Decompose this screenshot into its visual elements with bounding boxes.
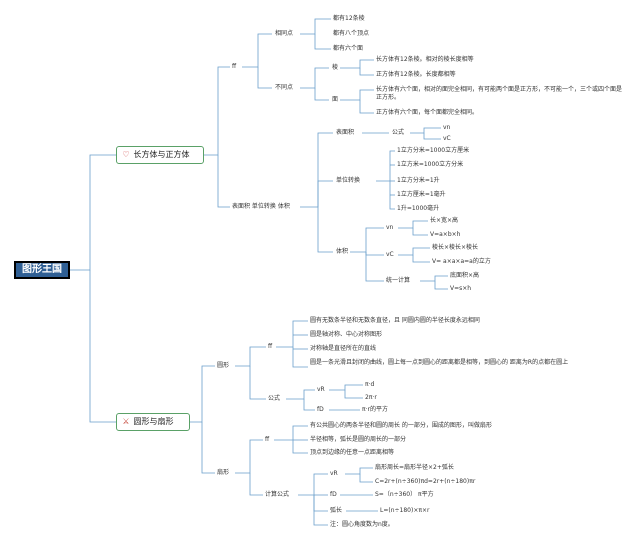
node-sector-vr[interactable]: vR — [330, 470, 338, 477]
node-edge[interactable]: 棱 — [332, 64, 339, 71]
node-sector-arc[interactable]: 弧长 — [330, 507, 343, 514]
node-round-formula[interactable]: 公式 — [268, 395, 281, 402]
leaf-sector-ff-3: 顶点到边缘的任意一点距离相等 — [310, 449, 395, 456]
leaf-unit-5: 1升=1000毫升 — [397, 205, 440, 212]
leaf-same-2: 都有八个顶点 — [333, 30, 370, 37]
leaf-area-1: vn — [443, 124, 451, 131]
leaf-unit-4: 1立方厘米=1毫升 — [397, 191, 446, 198]
node-volume-unified[interactable]: 统一计算 — [386, 277, 411, 284]
topic-cuboid-label: 长方体与正方体 — [133, 150, 190, 159]
leaf-sector-arc-1: L=(n÷180)×π×r — [380, 507, 430, 514]
node-round[interactable]: 圆形 — [217, 362, 230, 369]
leaf-sector-vr-1: 扇形周长=扇形半径×2+弧长 — [375, 464, 454, 471]
leaf-same-1: 都有12条棱 — [333, 15, 365, 22]
node-sector[interactable]: 扇形 — [217, 469, 230, 476]
leaf-unified-1: 底面积×高 — [450, 272, 480, 279]
node-sector-calc[interactable]: 计算公式 — [265, 491, 290, 498]
leaf-vn-2: V=a×b×h — [430, 231, 461, 238]
topic-circle-label: 圆形与扇形 — [133, 417, 174, 426]
leaf-round-ff-3: 对称轴是直径所在的直线 — [310, 345, 377, 352]
leaf-face-2: 正方体有六个面，每个面都完全相同。 — [376, 109, 479, 116]
topic-cuboid[interactable]: ♡ 长方体与正方体 — [116, 146, 204, 164]
topic-circle[interactable]: ⚔ 圆形与扇形 — [116, 413, 190, 431]
leaf-same-3: 都有六个面 — [333, 45, 364, 52]
node-cuboid-ff[interactable]: ff — [232, 63, 237, 70]
leaf-round-ff-2: 圆是轴对称、中心对称图形 — [310, 331, 383, 338]
leaf-unified-2: V=s×h — [450, 285, 472, 292]
leaf-face-1: 长方体有六个面，相对的面完全相同，有可能两个面是正方形，不可能一个，三个或四个面… — [376, 86, 623, 101]
leaf-vc-1: 棱长×棱长×棱长 — [432, 244, 479, 251]
leaf-edge-2: 正方体有12条棱。长度都相等 — [376, 71, 456, 78]
node-sector-ff[interactable]: ff — [265, 436, 270, 443]
node-sector-note: 注：圆心角度数为n度。 — [330, 521, 394, 528]
node-measure[interactable]: 表面积 单位转换 体积 — [232, 203, 290, 210]
leaf-sector-vr-2: C=2r+(n÷360)πd=2r+(n÷180)πr — [375, 478, 476, 485]
leaf-unit-1: 1立方分米=1000立方厘米 — [397, 147, 470, 154]
root-node[interactable]: 图形王国 — [14, 261, 70, 279]
leaf-round-ff-1: 圆有无数条半径和无数条直径，且 同圆内圆的半径长度永远相同 — [310, 317, 480, 324]
leaf-unit-3: 1立方分米=1升 — [397, 177, 440, 184]
leaf-round-fd-1: π·r的平方 — [362, 406, 388, 413]
leaf-round-vr-1: π·d — [365, 381, 375, 388]
leaf-sector-ff-2: 半径相等，弧长是圆的周长的一部分 — [310, 436, 407, 443]
leaf-area-2: vC — [443, 135, 451, 142]
node-round-fd[interactable]: fD — [317, 406, 324, 413]
compass-icon: ⚔ — [122, 417, 130, 426]
node-diff[interactable]: 不同点 — [275, 84, 294, 91]
node-area-formula[interactable]: 公式 — [392, 129, 405, 136]
leaf-round-vr-2: 2π·r — [365, 394, 377, 401]
node-round-ff[interactable]: ff — [268, 343, 273, 350]
node-volume[interactable]: 体积 — [336, 248, 349, 255]
node-unit[interactable]: 单位转换 — [336, 177, 361, 184]
node-same[interactable]: 相同点 — [275, 30, 294, 37]
leaf-unit-2: 1立方米=1000立方分米 — [397, 161, 464, 168]
node-sector-fd[interactable]: fD — [330, 491, 337, 498]
leaf-sector-fd-1: S=（n÷360） π平方 — [375, 491, 434, 498]
leaf-sector-ff-1: 有公共圆心的两条半径和圆的周长 的一部分，围成的图形，叫做扇形 — [310, 422, 492, 429]
node-volume-vn[interactable]: vn — [386, 224, 394, 231]
node-round-vr[interactable]: vR — [317, 386, 325, 393]
node-area[interactable]: 表面积 — [336, 129, 355, 136]
leaf-vn-1: 长×宽×高 — [430, 217, 459, 224]
leaf-vc-2: V= a×a×a=a的立方 — [432, 258, 491, 265]
leaf-edge-1: 长方体有12条棱。相对的棱长度相等 — [376, 56, 474, 63]
leaf-round-ff-4: 圆是一条光滑且封闭的曲线，圆上每一点到圆心的距离都是相等，到圆心的 距离为R的点… — [310, 359, 569, 366]
node-face[interactable]: 面 — [332, 96, 339, 103]
node-volume-vc[interactable]: vC — [386, 251, 394, 258]
heart-icon: ♡ — [122, 150, 130, 159]
